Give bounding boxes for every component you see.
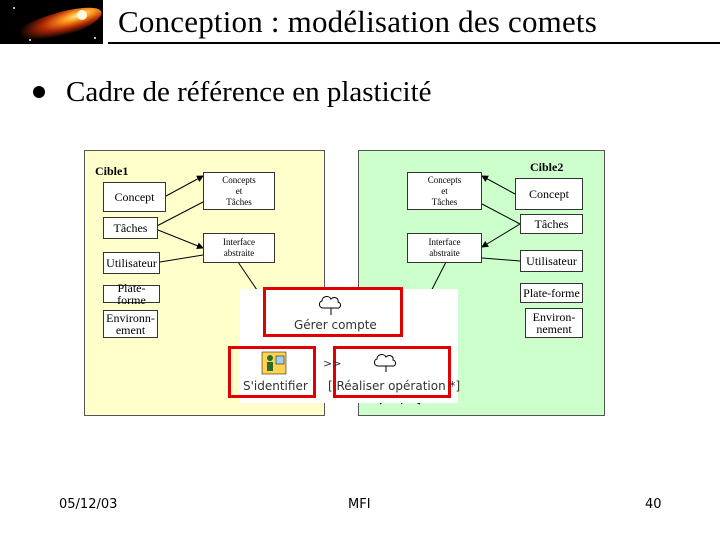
right-concepts-line2: et xyxy=(441,185,448,196)
bullet-icon xyxy=(33,86,45,98)
right-abstract-interface-box: Interface abstraite xyxy=(407,233,482,263)
left-user-box: Utilisateur xyxy=(103,252,160,274)
page-number: 40 xyxy=(645,497,662,512)
comet-logo xyxy=(0,0,103,44)
left-concept-box: Concept xyxy=(103,182,166,212)
left-concepts-line1: Concepts xyxy=(222,174,256,185)
highlight-operation xyxy=(333,346,451,398)
highlight-manage-account xyxy=(263,287,403,337)
task-manage-account: Gérer compte xyxy=(294,318,377,332)
task-operation: [ Réaliser opération *] xyxy=(328,379,461,393)
footer-date: 05/12/03 xyxy=(59,497,118,512)
target2-label: Cible2 xyxy=(530,160,564,174)
right-concepts-tasks-box: Concepts et Tâches xyxy=(407,172,482,210)
right-concept-box: Concept xyxy=(515,178,583,210)
user-task-icon xyxy=(261,351,287,375)
left-interface-line1: Interface xyxy=(223,237,255,247)
right-concepts-line3: Tâches xyxy=(431,196,458,207)
right-tasks-box: Tâches xyxy=(520,214,583,234)
cloud-icon xyxy=(374,354,396,367)
left-tasks-box: Tâches xyxy=(103,217,158,239)
left-concepts-tasks-box: Concepts et Tâches xyxy=(203,172,275,210)
bullet-text: Cadre de référence en plasticité xyxy=(66,76,432,108)
left-interface-line2: abstraite xyxy=(223,248,255,258)
target1-label: Cible1 xyxy=(95,164,129,178)
cloud-icon xyxy=(319,296,341,309)
left-concepts-line3: Tâches xyxy=(226,196,252,207)
right-concepts-line1: Concepts xyxy=(427,174,462,185)
left-environment-box: Environn-ement xyxy=(103,310,158,338)
highlight-identify xyxy=(228,346,316,398)
task-identify: S'identifier xyxy=(243,379,308,393)
right-interface-line1: Interface xyxy=(428,237,461,247)
right-interface-line2: abstraite xyxy=(429,248,460,258)
right-user-box: Utilisateur xyxy=(520,250,583,272)
left-abstract-interface-box: Interface abstraite xyxy=(203,233,275,263)
left-concepts-line2: et xyxy=(235,185,243,196)
task-operator: >> xyxy=(323,357,342,370)
right-platform-box: Plate-forme xyxy=(520,283,583,303)
slide-title: Conception : modélisation des comets xyxy=(118,4,598,39)
title-divider xyxy=(108,42,720,44)
comet-logo-art xyxy=(0,0,103,44)
right-environment-box: Environ-nement xyxy=(525,308,583,338)
footer-center: MFI xyxy=(348,497,371,512)
